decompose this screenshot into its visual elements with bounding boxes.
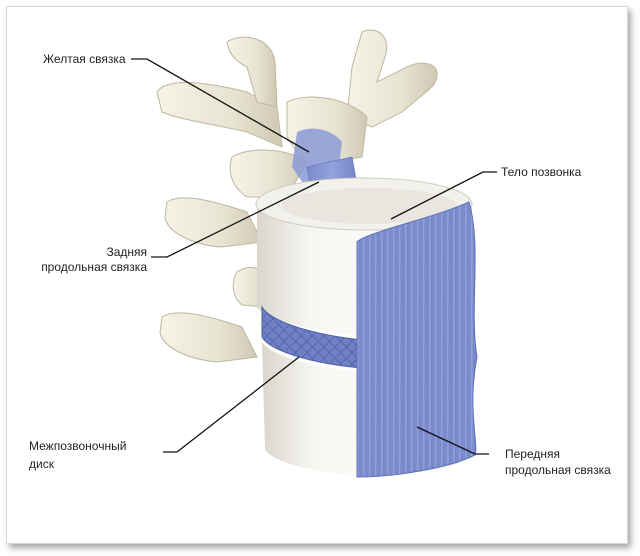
leader-disc <box>163 356 300 453</box>
anterior-ligament-shape <box>356 201 478 478</box>
label-disc-2: диск <box>29 457 54 471</box>
spine-illustration <box>131 29 497 478</box>
leader-posterior-ligament <box>151 181 320 258</box>
leader-vertebral-body <box>390 171 497 220</box>
label-vertebral-body: Тело позвонка <box>501 165 582 179</box>
label-yellow-ligament: Желтая связка <box>43 52 126 66</box>
label-anterior-ligament-1: Передняя <box>505 447 561 461</box>
leader-anterior-ligament <box>416 426 489 455</box>
label-anterior-ligament-2: продольная связка <box>505 463 611 477</box>
label-disc-1: Межпозвоночный <box>29 439 127 453</box>
leader-lines <box>131 58 497 455</box>
label-posterior-ligament-2: продольная связка <box>41 260 147 274</box>
label-posterior-ligament-1: Задняя <box>106 245 147 259</box>
diagram-frame: Желтая связка Задняя продольная связка Т… <box>6 6 628 544</box>
posterior-arches <box>156 29 438 363</box>
leader-yellow-ligament <box>131 58 310 153</box>
